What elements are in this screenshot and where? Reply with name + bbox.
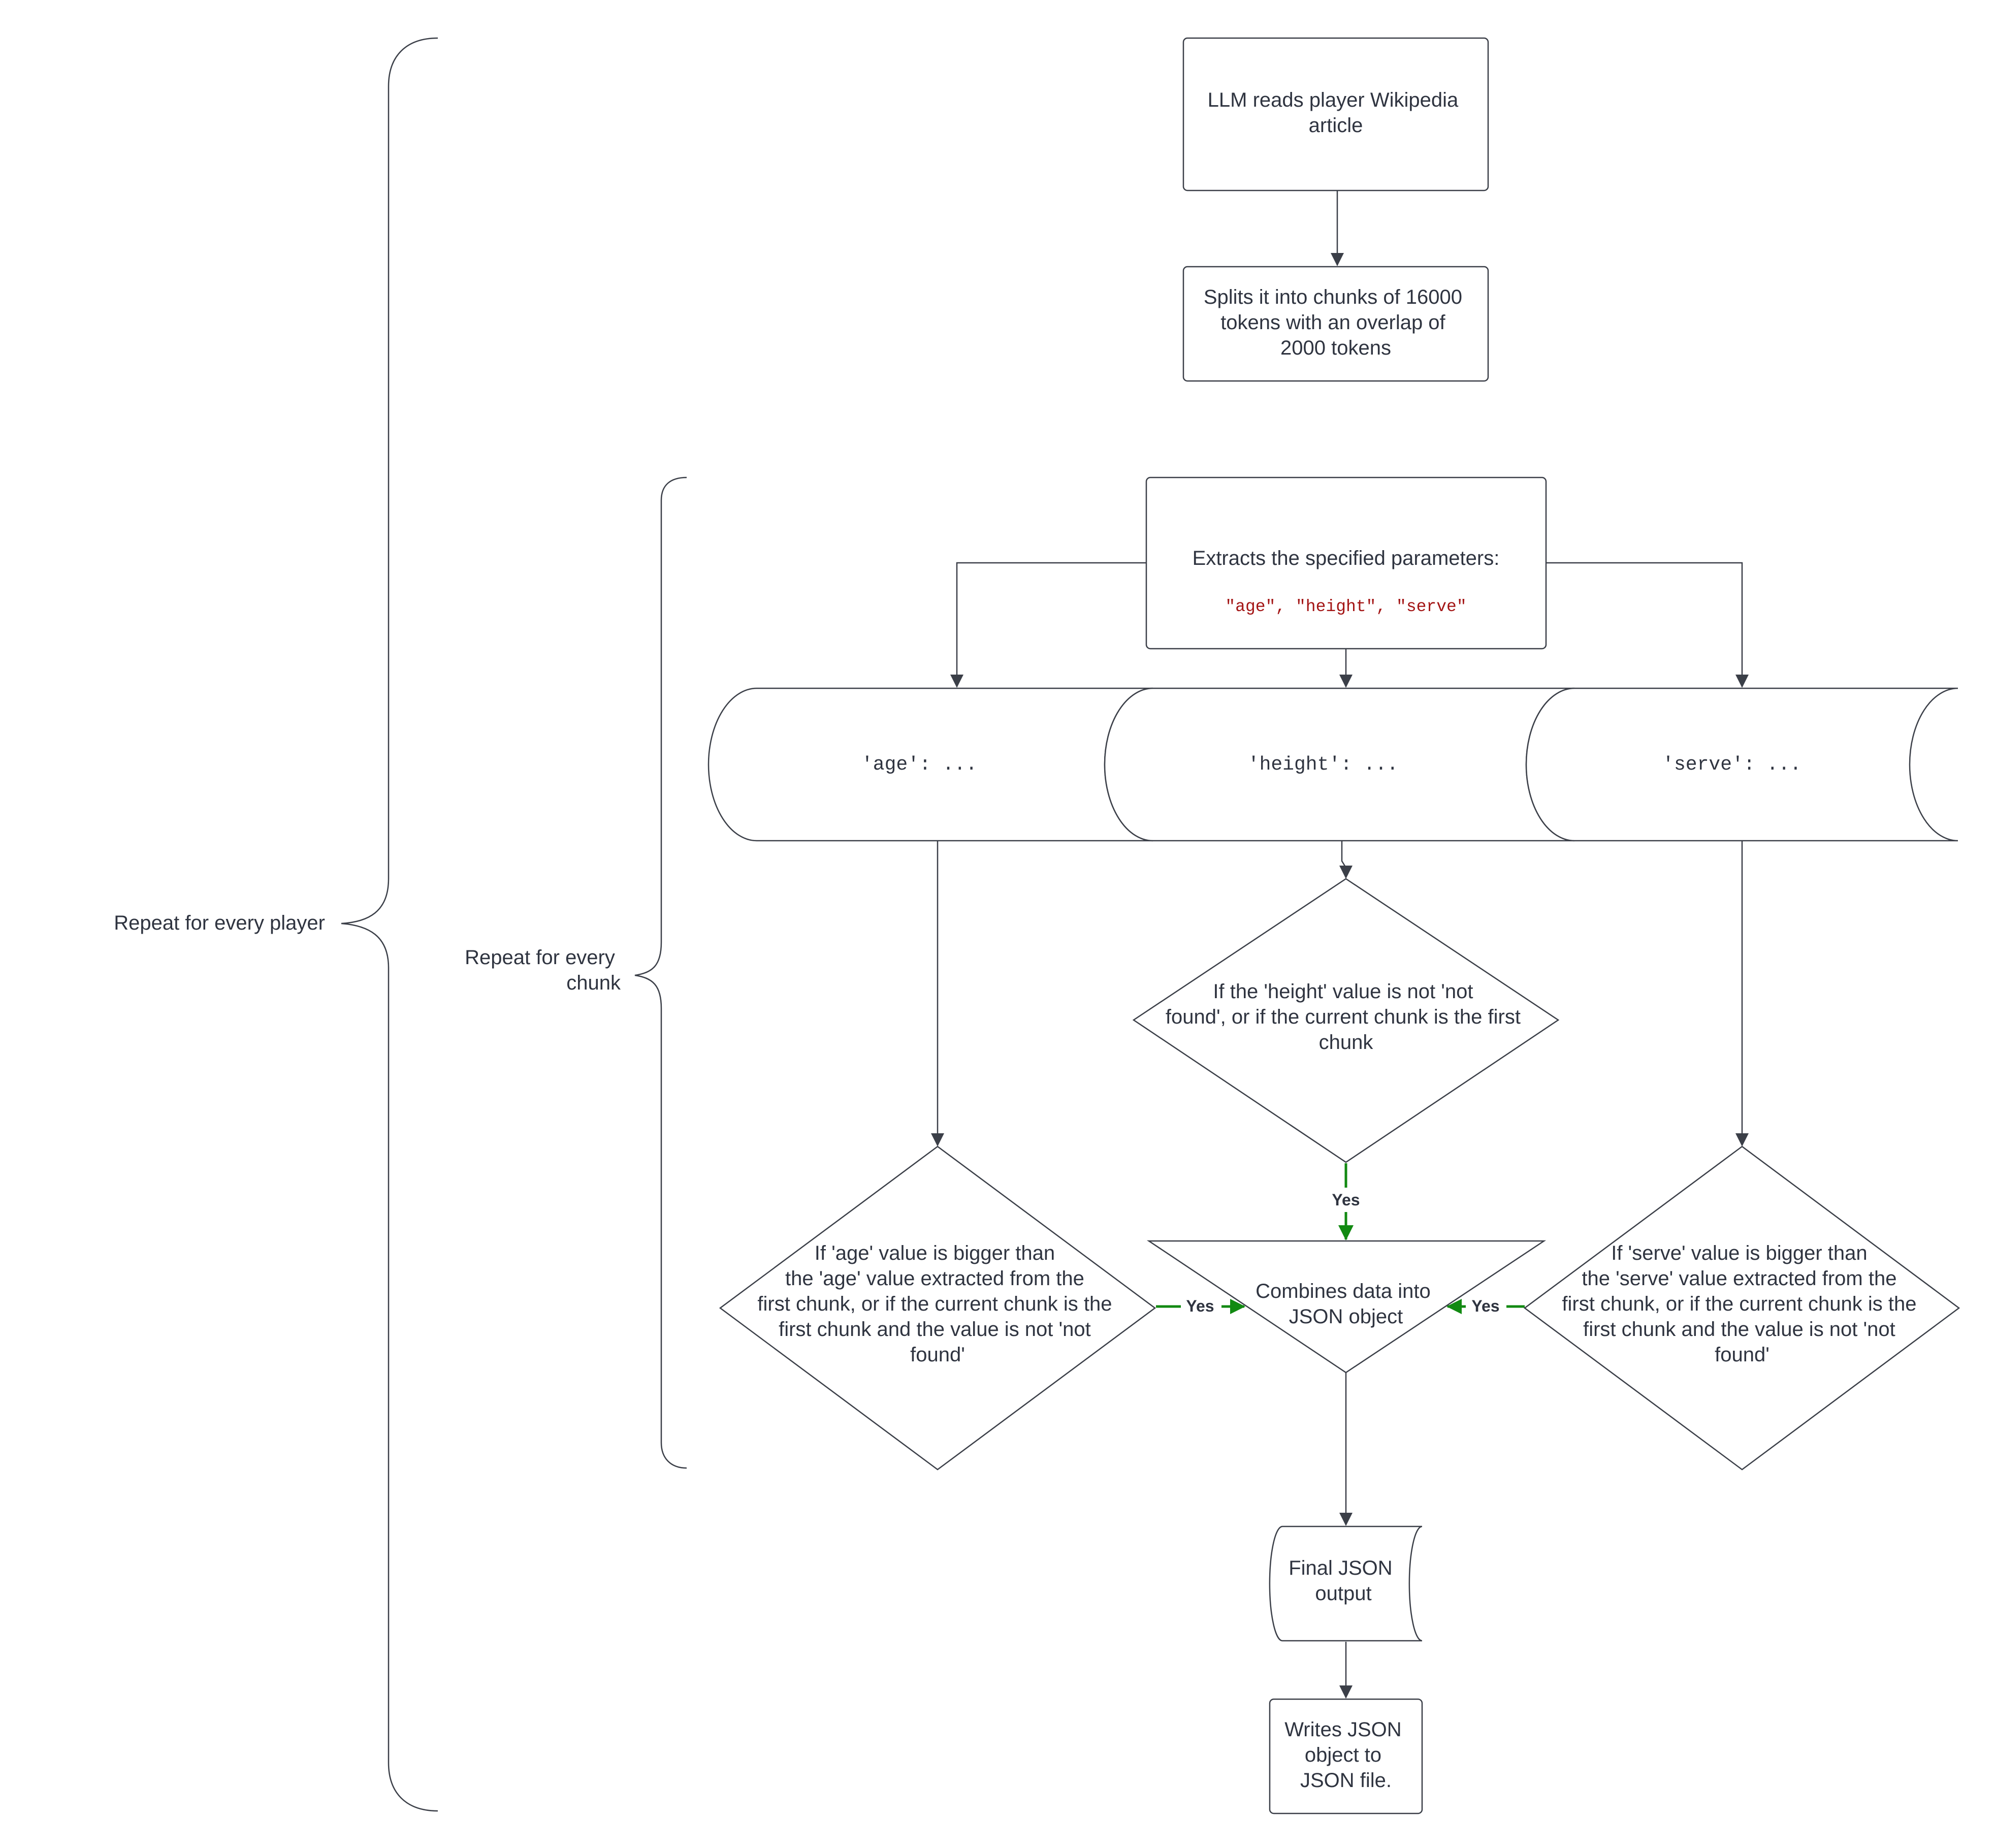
brace-every-chunk (634, 476, 687, 1469)
node-split-chunks: Splits it into chunks of 16000 tokens wi… (1182, 266, 1489, 382)
node-serve-decision: If 'serve' value is bigger than the 'ser… (1523, 1145, 1960, 1471)
node-extract-params: Extracts the specified parameters: "age"… (1145, 476, 1547, 650)
svg-text:Extracts the specified paramet: Extracts the specified parameters: (1193, 547, 1500, 569)
node-height-decision: If the 'height' value is not 'not found'… (1132, 878, 1560, 1163)
brace-label-every-player: Repeat for every player (114, 912, 325, 934)
svg-text:If 'serve' value is bigger tha: If 'serve' value is bigger than the 'ser… (1562, 1242, 1922, 1366)
edge-label-bg-age (1181, 1294, 1221, 1318)
node-store-age: 'age': ... (707, 687, 1153, 842)
edge-label-bg-height (1325, 1188, 1367, 1212)
svg-text:'height': ...: 'height': ... (1248, 754, 1398, 776)
svg-text:"age", "height", "serve": "age", "height", "serve" (1225, 597, 1466, 616)
node-age-decision: If 'age' value is bigger than the 'age' … (719, 1145, 1156, 1471)
svg-text:Writes JSON object to: Writes JSON object to JSON file. (1284, 1718, 1407, 1792)
edge-label-bg-serve (1466, 1294, 1506, 1318)
node-write-file: Writes JSON object to JSON file. (1269, 1698, 1423, 1814)
brace-label-every-chunk: Repeat for every chunk (465, 946, 621, 994)
edge-label-height-yes: Yes (1332, 1191, 1360, 1209)
node-store-serve: 'serve': ... (1525, 687, 1958, 842)
node-combine-json: Combines data into JSON object (1146, 1240, 1547, 1374)
svg-text:Splits it into chunks of 16000: Splits it into chunks of 16000 tokens wi… (1204, 286, 1468, 359)
svg-text:If the 'height' value is not ': If the 'height' value is not 'not found'… (1166, 980, 1526, 1054)
node-store-height: 'height': ... (1104, 687, 1575, 842)
svg-text:LLM reads player Wikipedia: LLM reads player Wikipedia article (1208, 89, 1464, 137)
svg-text:'serve': ...: 'serve': ... (1662, 754, 1801, 776)
svg-text:Combines data into JSON: Combines data into JSON object (1256, 1280, 1436, 1328)
svg-text:If 'age' value is bigger than: If 'age' value is bigger than the 'age' … (757, 1242, 1117, 1366)
brace-every-player (341, 37, 438, 1812)
node-final-output: Final JSON output (1269, 1525, 1423, 1642)
edge-height-store-to-decision (1339, 839, 1353, 879)
svg-text:'age': ...: 'age': ... (861, 754, 977, 776)
edge-extract-to-age (950, 562, 1146, 688)
svg-text:Final JSON output: Final JSON output (1289, 1557, 1398, 1605)
node-read-article: LLM reads player Wikipedia article (1182, 37, 1489, 192)
edge-label-serve-yes: Yes (1471, 1297, 1499, 1315)
edge-extract-to-serve (1546, 562, 1749, 688)
edge-label-age-yes: Yes (1186, 1297, 1214, 1315)
